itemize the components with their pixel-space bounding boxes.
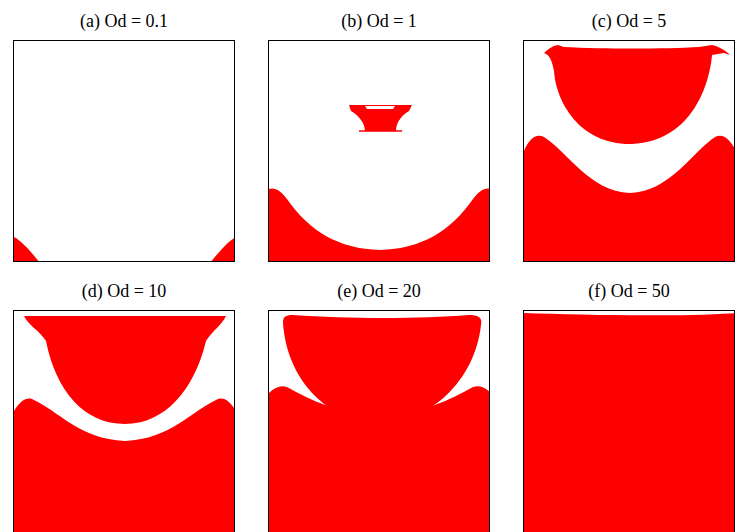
simulation-panel: (a) Od = 0.1: [13, 10, 235, 262]
panel-title: (e) Od = 20: [268, 280, 490, 302]
phase-field: [14, 311, 235, 532]
panel-frame: [13, 310, 235, 532]
phase-field: [14, 41, 235, 262]
red-phase-region: [24, 316, 226, 424]
red-phase-region: [14, 399, 235, 532]
panel-title: (c) Od = 5: [523, 10, 735, 32]
red-phase-region: [349, 105, 412, 131]
red-phase-region: [269, 188, 490, 262]
simulation-panel: (c) Od = 5: [523, 10, 735, 262]
phase-field: [524, 41, 735, 262]
red-phase-region: [524, 136, 735, 262]
phase-field: [524, 311, 735, 532]
red-phase-region: [524, 313, 735, 532]
panel-frame: [523, 310, 735, 532]
panel-frame: [13, 40, 235, 262]
panel-title: (f) Od = 50: [523, 280, 735, 302]
phase-field: [269, 41, 490, 262]
phase-field: [269, 311, 490, 532]
simulation-panel: (b) Od = 1: [268, 10, 490, 262]
red-phase-region: [14, 237, 40, 262]
simulation-panel: (f) Od = 50: [523, 280, 735, 532]
panel-frame: [268, 40, 490, 262]
panel-title: (b) Od = 1: [268, 10, 490, 32]
panel-title: (d) Od = 10: [13, 280, 235, 302]
simulation-panel: (d) Od = 10: [13, 280, 235, 532]
red-phase-region: [365, 106, 395, 109]
red-phase-region: [544, 45, 730, 144]
red-phase-region: [210, 237, 235, 262]
panel-title: (a) Od = 0.1: [13, 10, 235, 32]
panel-frame: [523, 40, 735, 262]
red-phase-region: [269, 386, 490, 532]
red-phase-region: [359, 130, 402, 132]
panel-frame: [268, 310, 490, 532]
simulation-panel: (e) Od = 20: [268, 280, 490, 532]
